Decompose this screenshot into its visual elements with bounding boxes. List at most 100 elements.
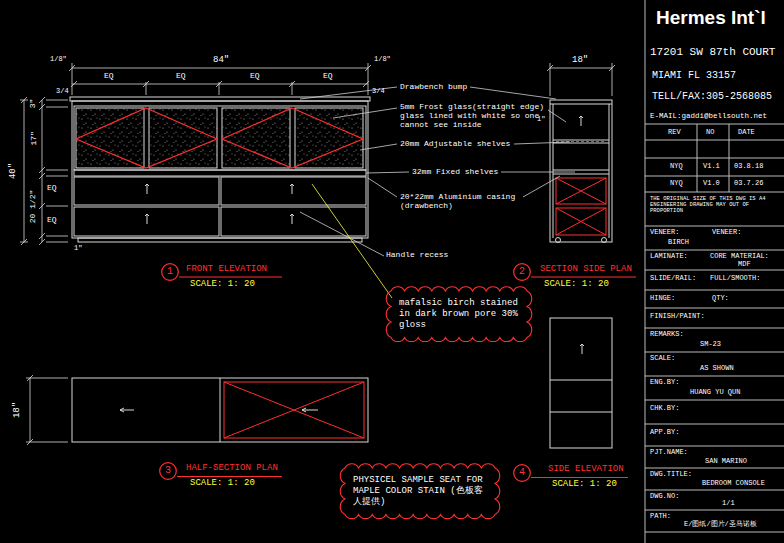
title-block-grid: [697, 124, 698, 192]
front-elevation: [74, 177, 219, 205]
title-block-grid: [645, 446, 784, 447]
half-section-plan: [26, 442, 68, 443]
dimension: 1/8": [50, 56, 67, 64]
dimension-line: [72, 63, 73, 95]
circle-outline: [162, 264, 179, 281]
dimension-line: [46, 107, 68, 108]
view-title: SECTION SIDE PLAN: [540, 265, 632, 275]
title-block-grid: [645, 140, 784, 141]
leader-line: [366, 172, 409, 173]
front-elevation: [221, 207, 366, 236]
side-elevation: [550, 318, 612, 448]
dimension: 17": [30, 131, 39, 145]
title-block-field: ENG.BY:: [650, 379, 679, 387]
title-block-field: VENEER:: [650, 229, 679, 237]
dimension: 20 1/2": [30, 189, 39, 223]
dimension-line: [20, 242, 28, 243]
view-number-circle: 1: [161, 263, 179, 281]
section-side-plan: [556, 178, 606, 204]
callout-number: 2: [519, 267, 525, 277]
title-block-field: DWG.NO:: [650, 493, 679, 501]
section-side-plan: [609, 104, 610, 238]
title-block-field: MDF: [738, 261, 751, 269]
view-title: SIDE ELEVATION: [548, 465, 624, 475]
title-underline: [179, 277, 282, 278]
company-name: Hermes Int`l: [656, 8, 766, 29]
title-underline: [177, 476, 282, 477]
front-elevation: [295, 108, 363, 168]
title-block-grid: [645, 376, 784, 377]
dimension-line: [46, 242, 68, 243]
dimension: EQ: [176, 72, 186, 81]
dimension-line: [24, 100, 25, 242]
note-cloud: mafalsic birch stained in dark brown por…: [386, 286, 532, 342]
title-block-grid: [645, 308, 784, 309]
view-title: HALF-SECTION PLAN: [186, 464, 278, 474]
title-block-field: E-MAIL:gaddi@bellsouth.net: [650, 112, 767, 120]
title-block-field: QTY:: [712, 295, 729, 303]
dimension-line: [39, 97, 45, 103]
dimension: EQ: [47, 184, 57, 193]
title-block-grid: [645, 400, 784, 401]
title-block-grid: [645, 192, 784, 193]
front-elevation: [145, 214, 149, 224]
scale-note: SCALE: 1: 20: [544, 280, 609, 290]
section-side-plan: [550, 63, 551, 96]
scale-note: SCALE: 1: 20: [552, 480, 617, 490]
title-block-grid: [645, 0, 646, 543]
title-block-field: SCALE:: [650, 355, 675, 363]
section-side-plan: [579, 116, 583, 126]
section-side-plan: [602, 238, 607, 243]
dimension-line: [46, 206, 68, 207]
leader-line: [333, 108, 397, 118]
dimension-line: [46, 236, 68, 237]
section-side-plan: [553, 140, 609, 141]
title-block-grid: [645, 532, 784, 533]
dimension-line: [46, 176, 68, 177]
half-section-plan: [220, 378, 221, 442]
dimension-line: [39, 167, 45, 173]
title-block-field: THE ORIGINAL SIZE OF THIS DWG IS A4 ENGI…: [650, 196, 782, 214]
front-elevation: [74, 106, 366, 170]
front-elevation: [149, 108, 217, 168]
section-side-plan: [550, 104, 612, 105]
title-block-grid: [645, 226, 784, 227]
half-section-plan: [72, 378, 368, 442]
half-section-plan: [30, 378, 31, 442]
callout-note: 5mm Frost glass(straight edge) glass lin…: [400, 103, 550, 129]
title-block-grid: [645, 158, 784, 159]
title-block-grid: [645, 270, 784, 271]
leader-line: [470, 87, 556, 99]
dimension-line: [72, 84, 368, 85]
front-elevation: [290, 184, 294, 194]
title-block-field: 03.7.26: [734, 180, 763, 188]
title-block-field: NO: [706, 129, 714, 137]
callout-note: Handle recess: [386, 251, 448, 260]
title-block-field: SM-23: [700, 341, 721, 349]
title-block-field: HUANG YU QUN: [690, 389, 740, 397]
leader-line: [368, 178, 397, 197]
note-cloud: PHYSICEL SAMPLE SEAT FOR MAPLE COLOR STA…: [340, 463, 500, 519]
dimension-line: [42, 100, 43, 242]
callout-note: Drawbench bump: [400, 83, 467, 92]
dimension-line: [72, 68, 368, 69]
section-side-plan: [553, 104, 554, 238]
title-block-field: HINGE:: [650, 295, 675, 303]
title-block-field: MIAMI FL 33157: [652, 70, 736, 81]
cloud-note: PHYSICEL SAMPLE SEAT FOR MAPLE COLOR STA…: [353, 475, 487, 507]
leader-line: [548, 110, 566, 122]
leader-line: [523, 176, 560, 197]
front-elevation: [74, 170, 366, 176]
dimension-line: [20, 100, 28, 101]
dimension: 3/4: [372, 88, 385, 96]
dimension-line: [363, 81, 369, 87]
title-block-field: NYQ: [670, 180, 683, 188]
circle-outline: [514, 465, 531, 482]
callout-number: 4: [519, 468, 525, 478]
front-elevation: [221, 177, 366, 205]
title-block-field: NYQ: [670, 163, 683, 171]
dimension: 1": [74, 245, 82, 253]
title-block-field: PATH:: [650, 513, 671, 521]
title-block-field: V1.1: [703, 163, 720, 171]
title-block-field: VENEER:: [712, 229, 741, 237]
